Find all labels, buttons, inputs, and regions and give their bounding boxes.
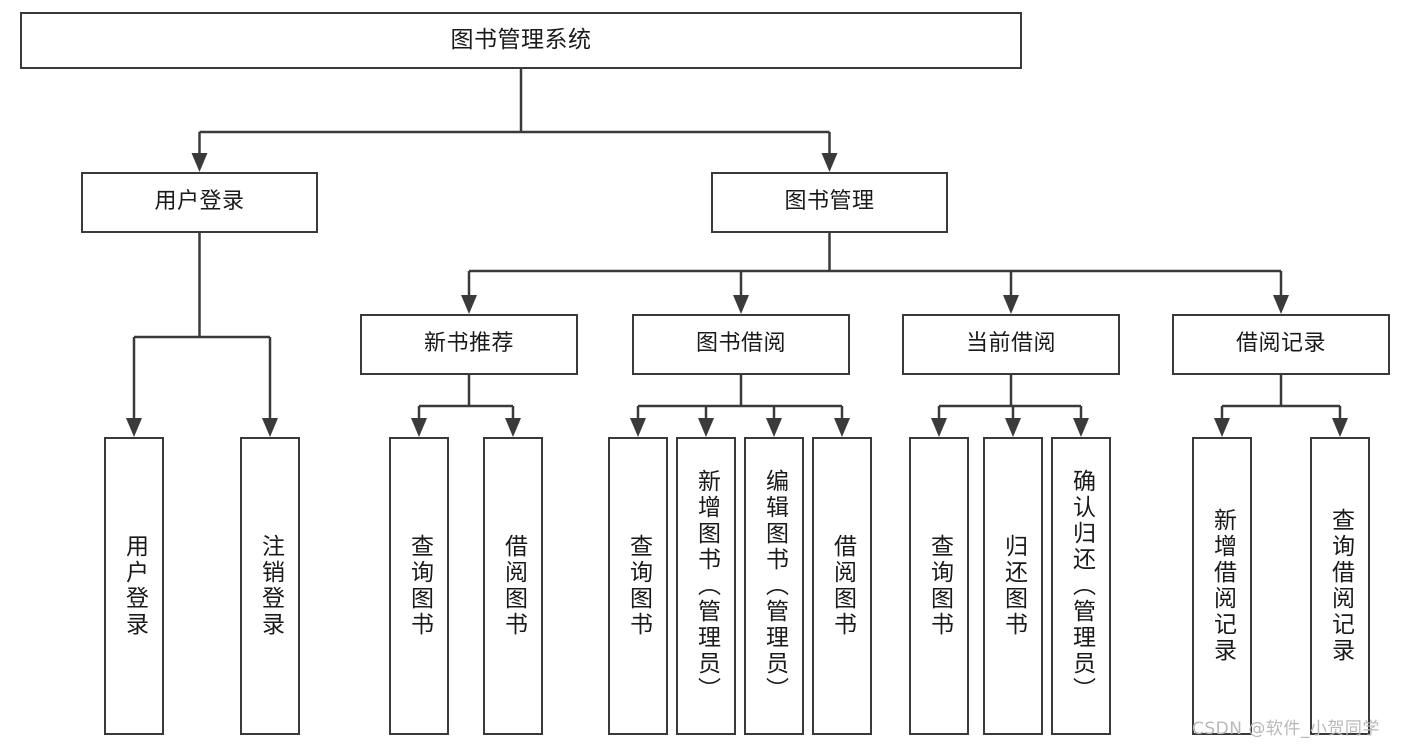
edge-0-arrow-0-head xyxy=(191,153,208,172)
node-label: 查询借阅记录 xyxy=(1327,508,1354,664)
node-label: 查询图书 xyxy=(926,534,953,638)
edge-1-arrow-2-head xyxy=(1003,295,1019,314)
node-label: 借阅图书 xyxy=(829,534,856,638)
edge-1-arrow-3-head xyxy=(1273,295,1289,314)
node-leaf-borrow-book-1[interactable]: 借阅图书 xyxy=(483,437,543,735)
node-label: 新增借阅记录 xyxy=(1209,508,1236,664)
node-leaf-query-book-3[interactable]: 查询图书 xyxy=(909,437,969,735)
node-label: 查询图书 xyxy=(625,534,652,638)
node-label: 用户登录 xyxy=(121,534,148,638)
node-label: 新增图书（管理员） xyxy=(693,469,720,703)
edge-5-arrow-1-head xyxy=(1005,418,1021,437)
node-leaf-edit-book[interactable]: 编辑图书（管理员） xyxy=(744,437,804,735)
node-label: 图书管理系统 xyxy=(450,26,592,53)
edge-4-arrow-0-head xyxy=(630,418,646,437)
node-label: 编辑图书（管理员） xyxy=(761,469,788,703)
node-user-login[interactable]: 用户登录 xyxy=(81,172,318,233)
node-book-borrow[interactable]: 图书借阅 xyxy=(632,314,850,375)
node-label: 借阅图书 xyxy=(500,534,527,638)
node-label: 注销登录 xyxy=(257,534,284,638)
node-leaf-return-book[interactable]: 归还图书 xyxy=(983,437,1043,735)
edge-6-arrow-1-head xyxy=(1332,418,1348,437)
node-label: 归还图书 xyxy=(1000,534,1027,638)
node-leaf-query-book-1[interactable]: 查询图书 xyxy=(389,437,449,735)
edge-3-arrow-1-head xyxy=(505,418,521,437)
edge-2-arrow-1-head xyxy=(262,418,278,437)
edge-0-arrow-1-head xyxy=(821,153,838,172)
node-root[interactable]: 图书管理系统 xyxy=(20,12,1022,69)
node-borrow-record[interactable]: 借阅记录 xyxy=(1172,314,1390,375)
edge-3-arrow-0-head xyxy=(411,418,427,437)
node-label: 新书推荐 xyxy=(423,331,514,357)
node-leaf-query-borrow-record[interactable]: 查询借阅记录 xyxy=(1310,437,1370,735)
edge-2-arrow-0-head xyxy=(126,418,142,437)
node-label: 用户登录 xyxy=(154,189,245,215)
node-current-borrow[interactable]: 当前借阅 xyxy=(902,314,1120,375)
node-leaf-user-login[interactable]: 用户登录 xyxy=(104,437,164,735)
edge-4-arrow-2-head xyxy=(766,418,782,437)
node-leaf-add-borrow-record[interactable]: 新增借阅记录 xyxy=(1192,437,1252,735)
node-leaf-query-book-2[interactable]: 查询图书 xyxy=(608,437,668,735)
edge-4-arrow-3-head xyxy=(834,418,850,437)
node-leaf-logout[interactable]: 注销登录 xyxy=(240,437,300,735)
node-label: 确认归还（管理员） xyxy=(1068,469,1095,703)
node-label: 图书借阅 xyxy=(695,331,786,357)
node-label: 图书管理 xyxy=(784,189,875,215)
node-label: 查询图书 xyxy=(406,534,433,638)
edge-1-arrow-1-head xyxy=(733,295,749,314)
node-label: 借阅记录 xyxy=(1235,331,1326,357)
node-leaf-add-book[interactable]: 新增图书（管理员） xyxy=(676,437,736,735)
node-label: 当前借阅 xyxy=(965,331,1056,357)
node-book-management[interactable]: 图书管理 xyxy=(711,172,948,233)
node-new-book-recommend[interactable]: 新书推荐 xyxy=(360,314,578,375)
edge-6-arrow-0-head xyxy=(1214,418,1230,437)
node-leaf-confirm-return[interactable]: 确认归还（管理员） xyxy=(1051,437,1111,735)
edge-5-arrow-2-head xyxy=(1073,418,1089,437)
node-leaf-borrow-book-2[interactable]: 借阅图书 xyxy=(812,437,872,735)
edge-5-arrow-0-head xyxy=(931,418,947,437)
edge-1-arrow-0-head xyxy=(461,295,477,314)
edge-4-arrow-1-head xyxy=(698,418,714,437)
